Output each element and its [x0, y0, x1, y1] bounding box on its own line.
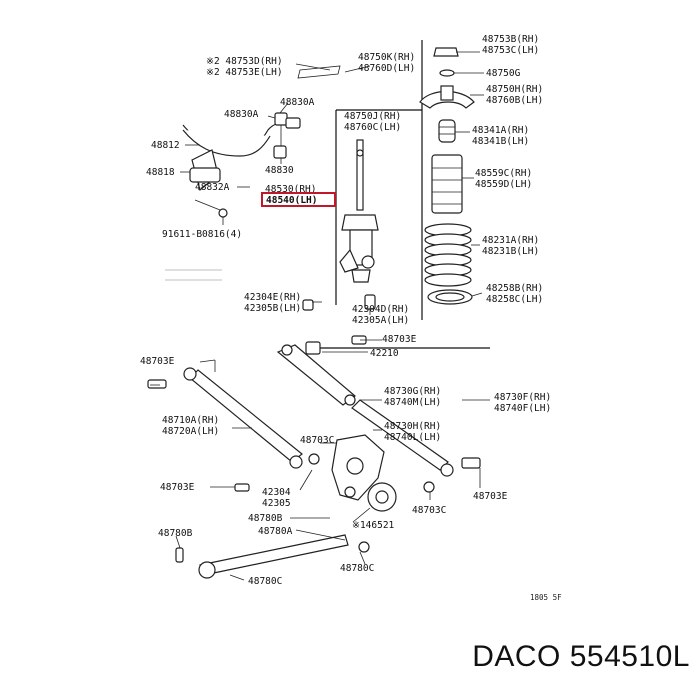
label-48703E-b2: 48703E [473, 491, 508, 502]
reference-notes [165, 269, 222, 281]
label-48559D: 48559D(LH) [475, 179, 532, 190]
bottom-arm [198, 534, 370, 579]
label-48780C-b: 48780C [248, 576, 282, 587]
label-42305B: 42305B(LH) [244, 303, 301, 314]
label-48753B: 48753B(RH) [482, 34, 539, 45]
label-48818: 48818 [146, 167, 175, 178]
bracket-and-bolts [194, 199, 228, 225]
label-48750J: 48750J(RH) [344, 111, 401, 122]
label-48703C-top: 48703C [300, 435, 334, 446]
label-48730H: 48730H(RH) [384, 421, 441, 432]
label-42304D: 42304D(RH) [352, 304, 409, 315]
part-labels: ※2 48753D(RH) ※2 48753E(LH) 48750K(RH) 4… [140, 34, 562, 602]
label-48703E-mid: 48703E [382, 334, 417, 345]
strut-mount [419, 40, 475, 320]
label-48559C: 48559C(RH) [475, 168, 532, 179]
watermark-brand: DACO 554510L [472, 640, 690, 673]
label-48540: 48540(LH) [266, 195, 317, 206]
label-48830: 48830 [265, 165, 294, 176]
label-42305-b: 42305 [262, 498, 291, 509]
strut-rod [276, 344, 490, 406]
label-48258B: 48258B(RH) [486, 283, 543, 294]
label-48703E-left: 48703E [140, 356, 175, 367]
label-48780B-b: 48780B [158, 528, 193, 539]
label-48832A: 48832A [195, 182, 230, 193]
label-48231A: 48231A(RH) [482, 235, 539, 246]
shock-absorber [335, 109, 422, 305]
label-48780B-a: 48780B [248, 513, 283, 524]
stabilizer-link [273, 112, 301, 159]
label-48780A: 48780A [258, 526, 293, 537]
label-42304-b: 42304 [262, 487, 291, 498]
leader-lines [150, 51, 490, 581]
label-48341A: 48341A(RH) [472, 125, 529, 136]
small-bolts [175, 294, 435, 563]
coil-spring [424, 223, 472, 287]
label-48750G: 48750G [486, 68, 521, 79]
label-48710A: 48710A(RH) [162, 415, 219, 426]
label-48530: 48530(RH) [265, 184, 316, 195]
diagram-code: 1805 5F [530, 593, 562, 602]
label-48750H: 48750H(RH) [486, 84, 543, 95]
label-48750K: 48750K(RH) [358, 52, 415, 63]
label-48703E-b1: 48703E [160, 482, 195, 493]
trailing-arm [147, 367, 303, 469]
label-48740F: 48740F(LH) [494, 403, 551, 414]
label-42304E: 42304E(RH) [244, 292, 301, 303]
label-146521: ※146521 [352, 520, 395, 531]
label-48740L: 48740L(LH) [384, 432, 441, 443]
label-48231B: 48231B(LH) [482, 246, 539, 257]
label-48341B: 48341B(LH) [472, 136, 529, 147]
label-48760B: 48760B(LH) [486, 95, 543, 106]
label-48703C-b: 48703C [412, 505, 446, 516]
label-48730F: 48730F(RH) [494, 392, 551, 403]
label-48740M: 48740M(LH) [384, 397, 441, 408]
label-48760C: 48760C(LH) [344, 122, 401, 133]
label-48753C: 48753C(LH) [482, 45, 539, 56]
label-42305A: 42305A(LH) [352, 315, 409, 326]
label-48258C: 48258C(LH) [486, 294, 543, 305]
spring-insulator [427, 289, 473, 305]
label-48780C-a: 48780C [340, 563, 374, 574]
bump-stopper [438, 119, 456, 143]
label-48753E: ※2 48753E(LH) [206, 67, 283, 78]
stabilizer-bar [182, 122, 285, 192]
label-48760D: 48760D(LH) [358, 63, 415, 74]
dust-boot [431, 154, 463, 214]
label-48830A-left: 48830A [224, 109, 259, 120]
highlight-box [261, 192, 336, 207]
label-48753D: ※2 48753D(RH) [206, 56, 283, 67]
rear-axle-carrier [308, 434, 385, 501]
label-91611: 91611-B0816(4) [162, 229, 242, 240]
label-48730G: 48730G(RH) [384, 386, 441, 397]
label-48830A-top: 48830A [280, 97, 315, 108]
label-48812: 48812 [151, 140, 180, 151]
label-48720A: 48720A(LH) [162, 426, 219, 437]
hub-bearing [367, 482, 397, 512]
label-42210: 42210 [370, 348, 399, 359]
lower-arm-front [351, 399, 481, 477]
